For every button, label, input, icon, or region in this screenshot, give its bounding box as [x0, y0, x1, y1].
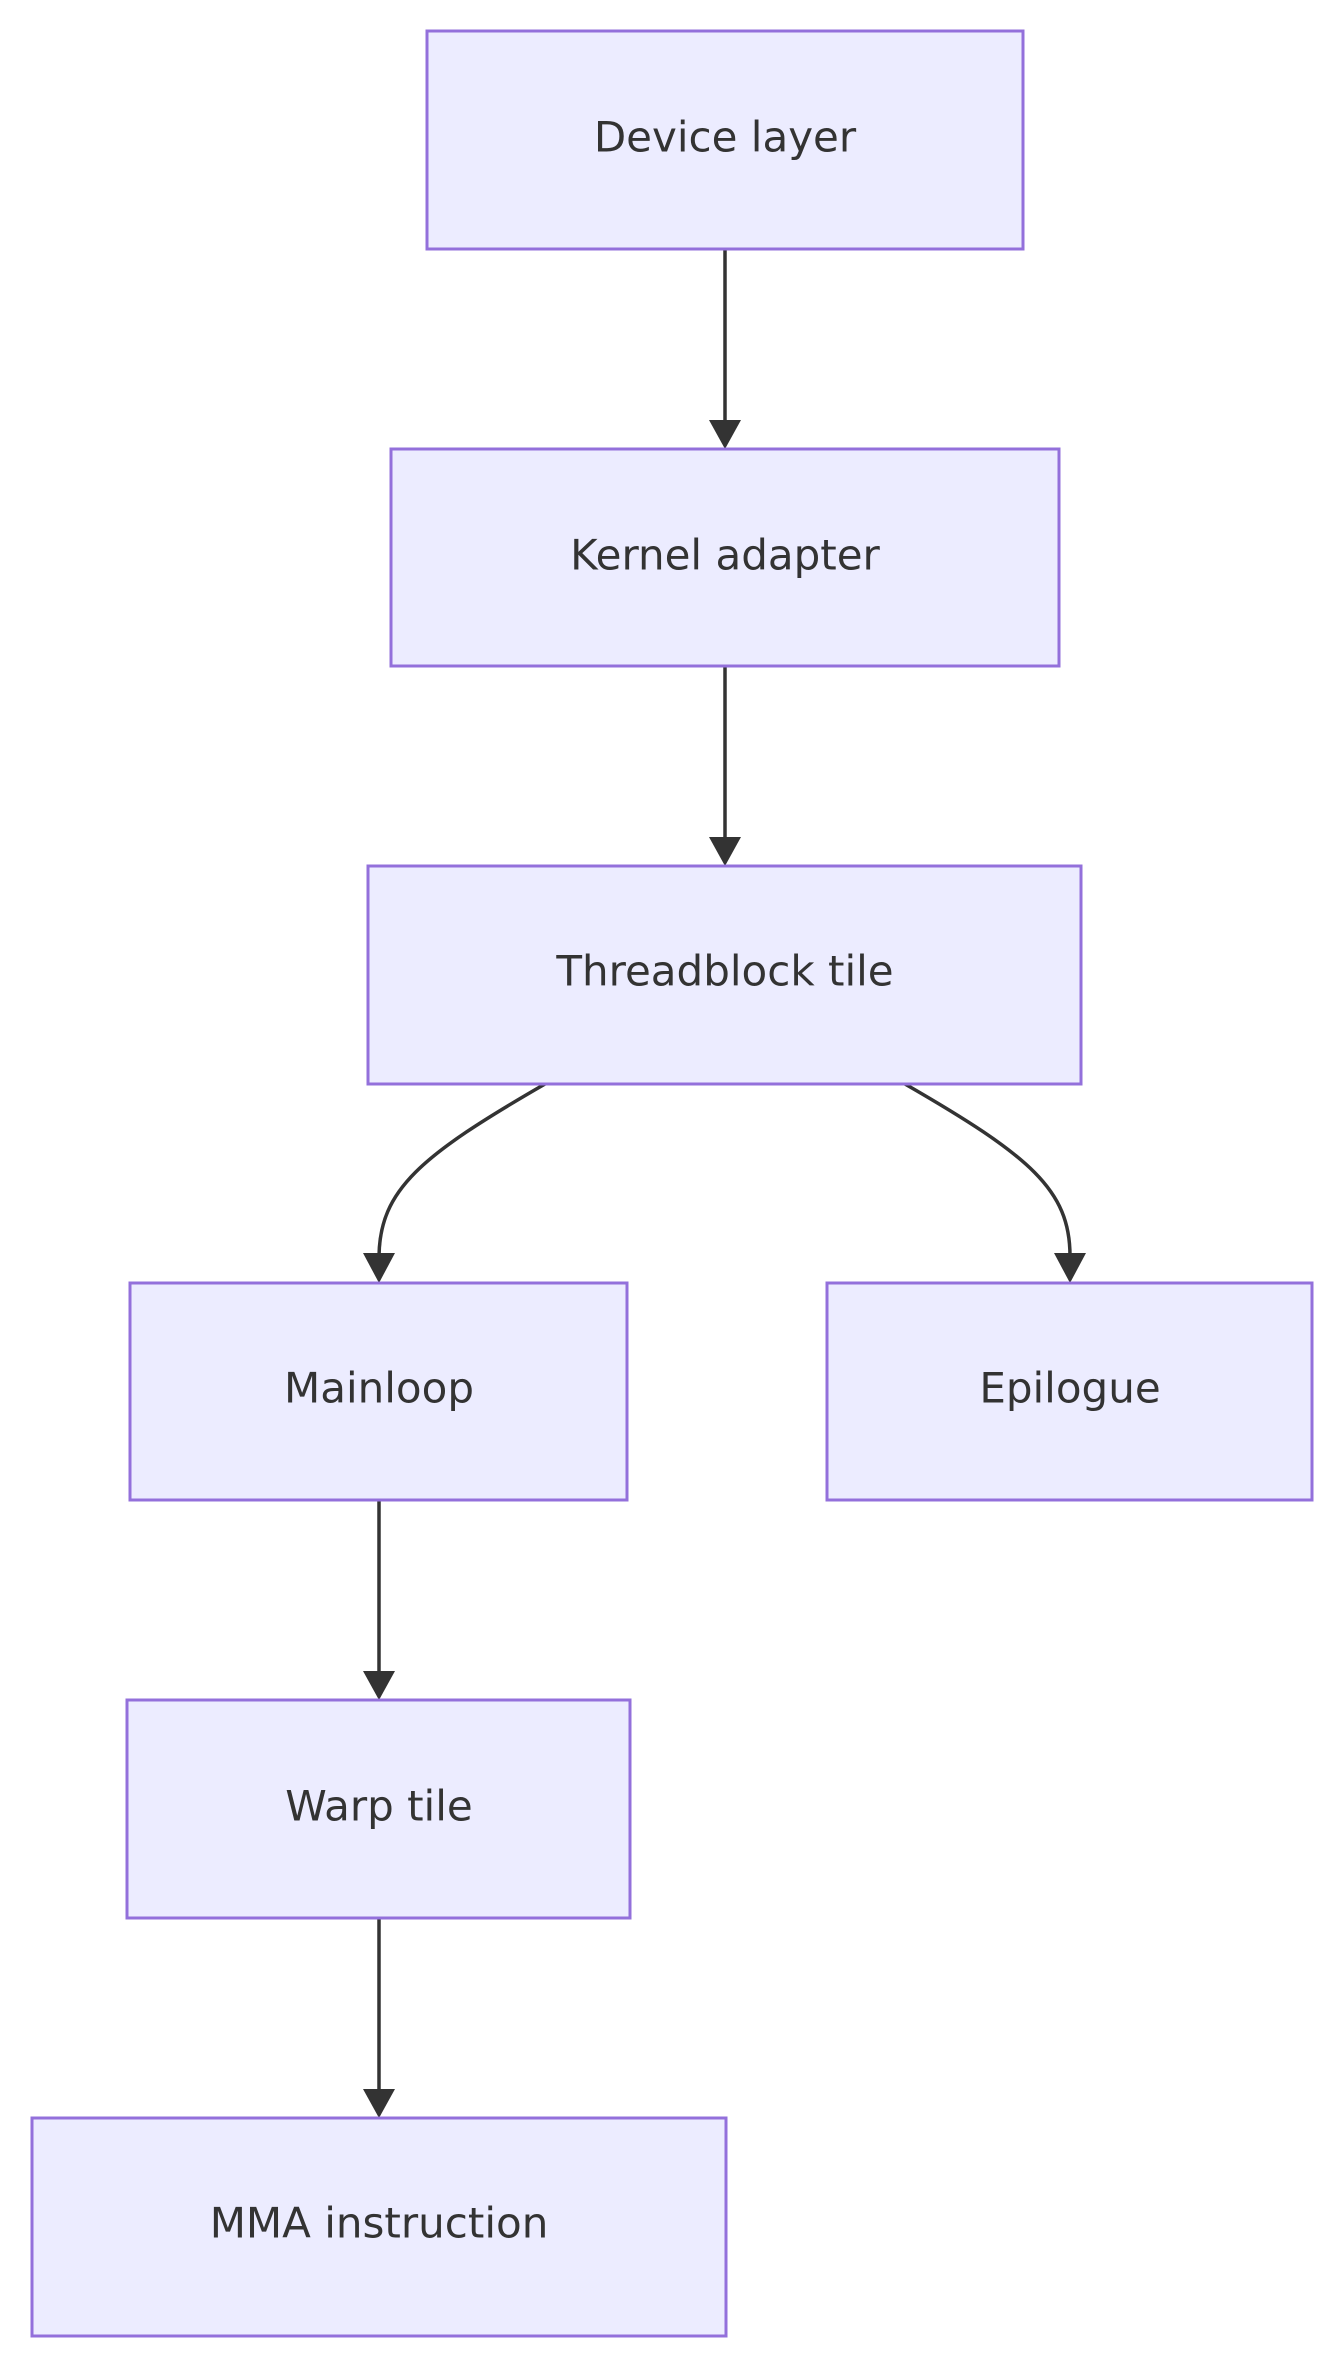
arrowhead-threadblock-to-epilogue [1054, 1253, 1086, 1283]
node-label: Kernel adapter [570, 531, 880, 580]
arrowhead-warp-to-mma [363, 2089, 395, 2118]
node-label: MMA instruction [210, 2199, 549, 2248]
node-device-layer: Device layer [425, 29, 1025, 251]
arrowhead-mainloop-to-warp [363, 1671, 395, 1700]
node-mma-instruction: MMA instruction [30, 2116, 728, 2338]
edges [363, 249, 1086, 2118]
arrowhead-device-to-kernel [709, 420, 741, 449]
arrowhead-kernel-to-threadblock [709, 837, 741, 866]
node-epilogue: Epilogue [825, 1281, 1314, 1502]
node-label: Threadblock tile [555, 947, 893, 996]
node-mainloop: Mainloop [128, 1281, 629, 1502]
node-label: Mainloop [284, 1364, 474, 1413]
edge-threadblock-to-mainloop [377, 1082, 546, 1257]
arrowhead-threadblock-to-mainloop [363, 1253, 395, 1283]
node-threadblock-tile: Threadblock tile [366, 864, 1083, 1086]
node-label: Warp tile [285, 1782, 473, 1831]
node-warp-tile: Warp tile [125, 1698, 632, 1920]
node-label: Device layer [594, 113, 857, 162]
node-label: Epilogue [979, 1364, 1160, 1413]
node-kernel-adapter: Kernel adapter [389, 447, 1061, 668]
edge-threadblock-to-epilogue [904, 1082, 1072, 1257]
